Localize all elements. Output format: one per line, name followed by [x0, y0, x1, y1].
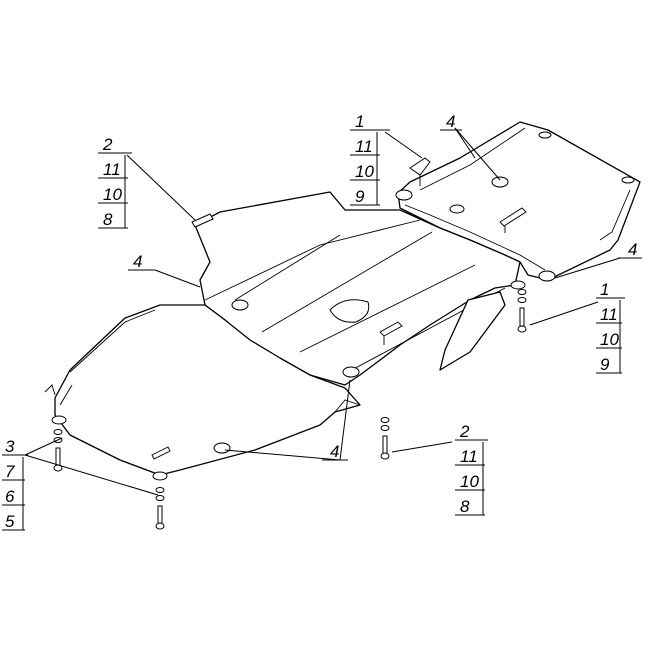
callout-label: 11 — [600, 305, 618, 324]
mounting-slot — [621, 176, 635, 184]
access-hatch — [329, 299, 370, 323]
callout-label: 7 — [5, 462, 15, 481]
callout-label: 10 — [355, 162, 374, 181]
callout-group-bottom-left: 3 7 6 5 — [2, 437, 28, 531]
callout-label: 11 — [103, 160, 121, 179]
svg-text:4: 4 — [133, 252, 142, 271]
callout-label: 10 — [103, 185, 122, 204]
bracket-top-left — [191, 213, 214, 228]
bracket-top-center — [409, 157, 431, 186]
bracket — [499, 207, 527, 227]
bracket — [379, 321, 403, 337]
callout-group-bottom-center: 2 11 10 8 — [455, 422, 488, 516]
callout-label: 9 — [600, 355, 610, 374]
spacer-pad — [231, 299, 249, 311]
leader-lines — [24, 127, 621, 496]
svg-text:4: 4 — [330, 442, 339, 461]
callout-label: 1 — [600, 280, 609, 299]
middle-plate — [194, 191, 526, 386]
callout-group-top-left: 2 11 10 8 — [98, 135, 132, 229]
spacer-pad — [538, 270, 556, 282]
fastener-right — [517, 289, 527, 333]
callout-label: 11 — [460, 447, 478, 466]
callout-label: 5 — [5, 512, 15, 531]
mounting-slot — [152, 471, 168, 481]
callout-label: 1 — [355, 112, 364, 131]
fastener-left — [53, 429, 63, 472]
bracket — [151, 446, 171, 460]
callout-label: 10 — [460, 472, 479, 491]
center-hole — [449, 204, 465, 214]
callout-4-top: 4 — [440, 112, 462, 131]
callout-label: 6 — [5, 487, 15, 506]
mounting-slot — [538, 131, 552, 139]
fastener-bottom-left — [155, 487, 165, 530]
spacer-pad — [213, 442, 231, 454]
callout-label: 3 — [5, 437, 15, 456]
callout-label: 2 — [102, 135, 113, 154]
callout-4-bottom: 4 — [322, 442, 348, 461]
spacer-pad — [395, 189, 413, 201]
callout-label: 2 — [459, 422, 470, 441]
callout-group-top-center: 1 11 10 9 — [350, 112, 390, 206]
callout-label: 8 — [103, 210, 113, 229]
spacer-pad — [491, 176, 509, 188]
svg-text:4: 4 — [628, 240, 637, 259]
mounting-slot — [51, 415, 67, 425]
callout-label: 10 — [600, 330, 619, 349]
svg-text:4: 4 — [446, 112, 455, 131]
callout-label: 11 — [355, 137, 373, 156]
spacer-pad — [342, 366, 360, 378]
callout-label: 9 — [355, 187, 365, 206]
fastener-bottom-center — [380, 417, 390, 460]
side-guard — [439, 291, 506, 371]
callout-4-right: 4 — [618, 240, 642, 259]
callout-label: 8 — [460, 497, 470, 516]
callout-group-right: 1 11 10 9 — [596, 280, 625, 374]
callout-4-left: 4 — [128, 252, 155, 271]
spacer-pad — [510, 280, 526, 290]
